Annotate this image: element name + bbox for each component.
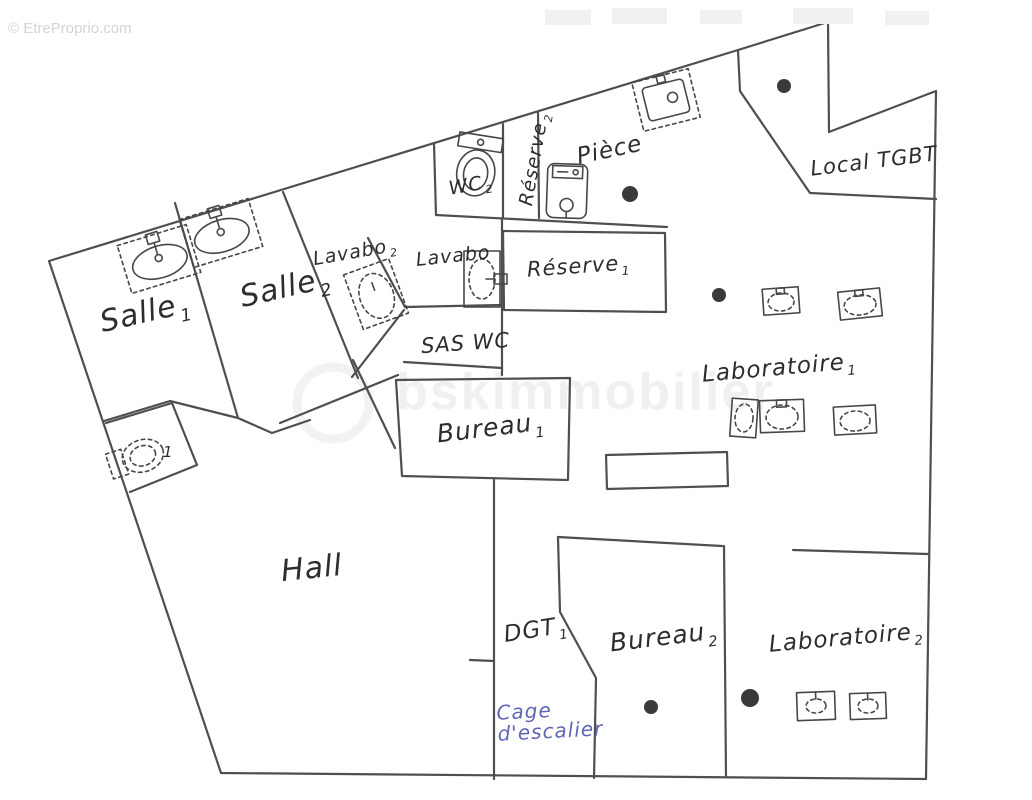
wall-lab1-bottom-right [791, 548, 930, 556]
sink-icon [116, 223, 202, 295]
watermark-artifact [612, 8, 667, 24]
wall-salle2-right [281, 190, 360, 380]
room-number: 1 [846, 363, 858, 380]
columns [622, 79, 791, 714]
wall-corridor-end [350, 308, 406, 379]
room-label-cage-escalier: Cage d'escalier [496, 697, 604, 746]
room-number: 1 [621, 263, 631, 279]
watermark-artifact [700, 10, 742, 24]
outer-wall [47, 20, 938, 781]
sink-icon [631, 67, 701, 133]
wall-wc1-room [104, 401, 199, 494]
sink-icon [836, 287, 884, 321]
interior-walls [102, 48, 938, 781]
room-label-wc1: 1 [163, 443, 174, 461]
wall-saswc-top [403, 303, 504, 309]
sink-icon [761, 285, 801, 317]
toilet-icon [104, 438, 165, 480]
room-number: 1 [534, 423, 547, 442]
fixtures [104, 67, 888, 722]
wall-hall-diag-1 [278, 373, 400, 425]
watermark-bskimmobilier: bskimmobilier [396, 363, 775, 421]
watermark-artifact [885, 11, 929, 25]
sink-icon [758, 398, 806, 434]
column-dot [777, 79, 791, 93]
sink-icon [728, 397, 760, 439]
wall-hall-passage [236, 416, 312, 435]
wall-piece-bottom [434, 213, 669, 229]
watermark-artifact [793, 8, 853, 24]
toilet-icon [455, 131, 505, 197]
wall-cage-stub [468, 658, 496, 663]
wall-hall-diag-2 [351, 358, 397, 450]
wall-reserve2-piece [536, 110, 541, 220]
wall-wc2-left [432, 141, 438, 217]
column-dot [622, 186, 638, 202]
sink-icon [832, 404, 878, 436]
sink-icon [463, 250, 508, 308]
watermark-logo-ghost [292, 362, 374, 444]
room-name: WC [447, 172, 485, 200]
wall-bureau1-box [394, 376, 572, 482]
sink-icon [795, 690, 837, 722]
wall-salle1-bottom [102, 399, 240, 423]
column-dot [644, 700, 658, 714]
column-dot [712, 288, 726, 302]
wall-dgt-bureau2 [556, 535, 598, 780]
wall-local-tgbt [777, 146, 938, 201]
sink-icon [848, 691, 888, 721]
room-name: Hall [279, 547, 345, 590]
wall-bureau2-lab2 [722, 544, 728, 778]
sink-icon [342, 257, 410, 331]
cage-line2: d'escalier [496, 716, 604, 746]
room-number: 2 [541, 112, 556, 124]
room-name: Réserve [526, 251, 620, 282]
room-number: 2 [913, 633, 925, 650]
column-dot [741, 689, 759, 707]
wall-saswc-bottom [402, 360, 504, 370]
counter-bench [604, 450, 730, 491]
wall-lavabo-corridor [366, 236, 407, 309]
watermark-etreproprio: © EtreProprio.com [8, 20, 132, 37]
room-label-hall: Hall [279, 547, 345, 590]
room-number: 1 [163, 443, 174, 461]
wall-piece-right [736, 48, 781, 150]
wall-lab1-bottom-left [556, 535, 724, 548]
watermark-artifact [545, 10, 591, 25]
sink-icon [178, 197, 264, 269]
room-number: 2 [707, 632, 720, 651]
water-heater-icon [545, 162, 589, 220]
